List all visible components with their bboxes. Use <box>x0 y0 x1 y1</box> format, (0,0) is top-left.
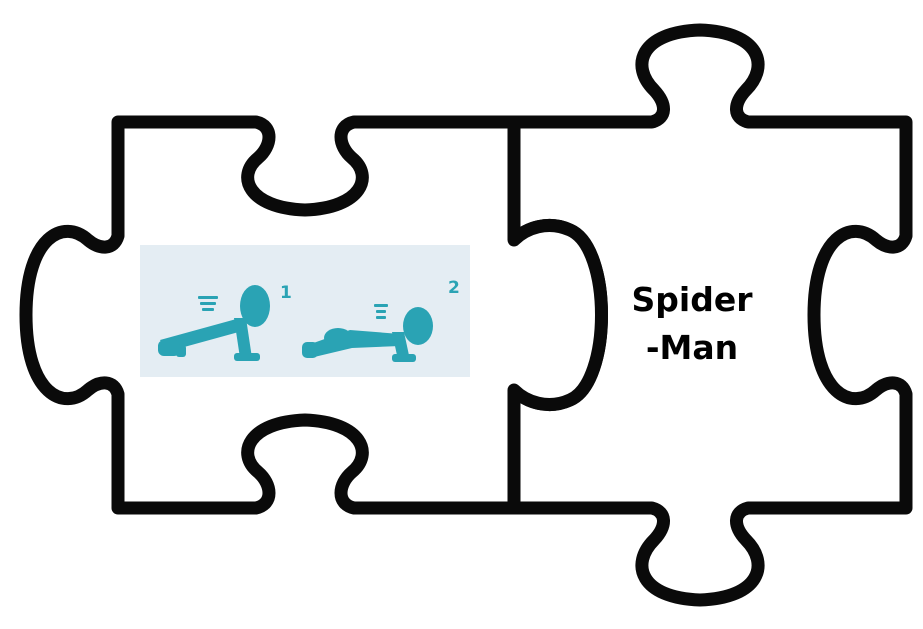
right-piece-label: Spider -Man <box>622 276 762 372</box>
plank-figure-step-1 <box>158 285 270 361</box>
right-piece-label-line-1: Spider <box>631 280 753 319</box>
pushup-figure-step-2 <box>302 304 433 362</box>
step-number-2: 2 <box>448 278 460 298</box>
push-up-exercise-illustration: 1 2 <box>140 245 470 377</box>
step-number-1: 1 <box>280 283 292 303</box>
right-piece-label-line-2: -Man <box>645 328 739 367</box>
